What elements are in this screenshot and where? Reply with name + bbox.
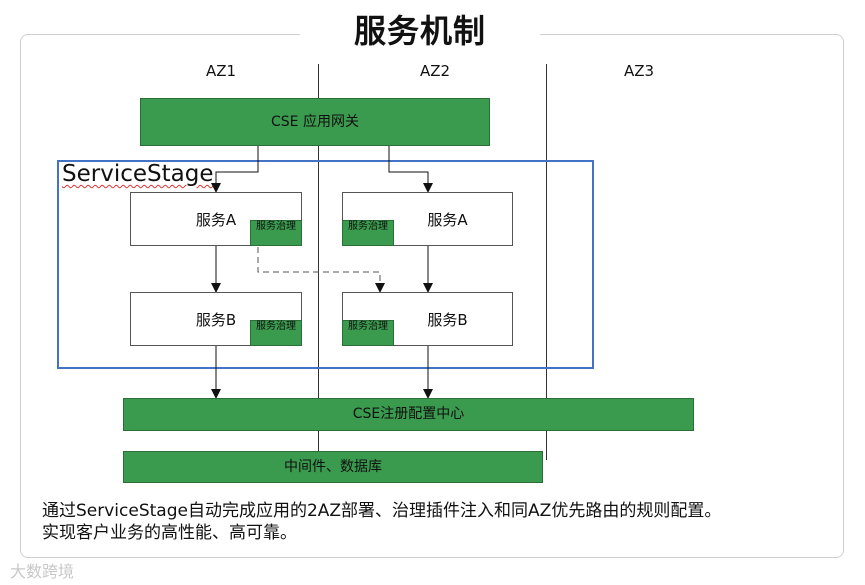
az2-service-b: 服务B 服务治理 — [342, 292, 513, 346]
description-line-2: 实现客户业务的高性能、高可靠。 — [42, 523, 297, 543]
az2-service-b-label: 服务B — [427, 311, 468, 329]
az1-service-a: 服务A 服务治理 — [130, 192, 302, 246]
watermark: 大数跨境 — [10, 562, 75, 581]
gateway-to-az1-service-a — [211, 146, 259, 193]
cse-registry-config-center: CSE注册配置中心 — [123, 398, 694, 431]
page-title: 服务机制 — [300, 8, 540, 54]
az1-service-a-label: 服务A — [195, 211, 237, 229]
az2-service-a: 服务A 服务治理 — [342, 192, 513, 246]
zone-label-az1: AZ1 — [206, 62, 237, 80]
description: 通过ServiceStage自动完成应用的2AZ部署、治理插件注入和同AZ优先路… — [42, 500, 842, 544]
az1-service-a-governance: 服务治理 — [250, 220, 302, 246]
service-stage-label: ServiceStage — [62, 161, 214, 187]
zone-label-az2: AZ2 — [420, 62, 451, 80]
service-stage-box — [57, 160, 594, 369]
middleware-database: 中间件、数据库 — [123, 451, 543, 483]
az1-service-b: 服务B 服务治理 — [130, 292, 302, 346]
description-line-1: 通过ServiceStage自动完成应用的2AZ部署、治理插件注入和同AZ优先路… — [42, 501, 722, 521]
zone-divider-2 — [546, 64, 547, 460]
gateway-to-az2-service-a — [388, 146, 433, 193]
cross-az-dashed-route — [257, 247, 385, 293]
zone-label-az3: AZ3 — [624, 62, 655, 80]
az1-service-b-governance: 服务治理 — [250, 320, 302, 346]
az1-service-b-label: 服务B — [195, 311, 237, 329]
cse-gateway: CSE 应用网关 — [140, 98, 490, 146]
az2-service-a-label: 服务A — [427, 211, 468, 229]
az2-service-a-governance: 服务治理 — [342, 220, 394, 246]
az2-service-b-governance: 服务治理 — [342, 320, 394, 346]
zone-divider-1 — [318, 64, 319, 460]
